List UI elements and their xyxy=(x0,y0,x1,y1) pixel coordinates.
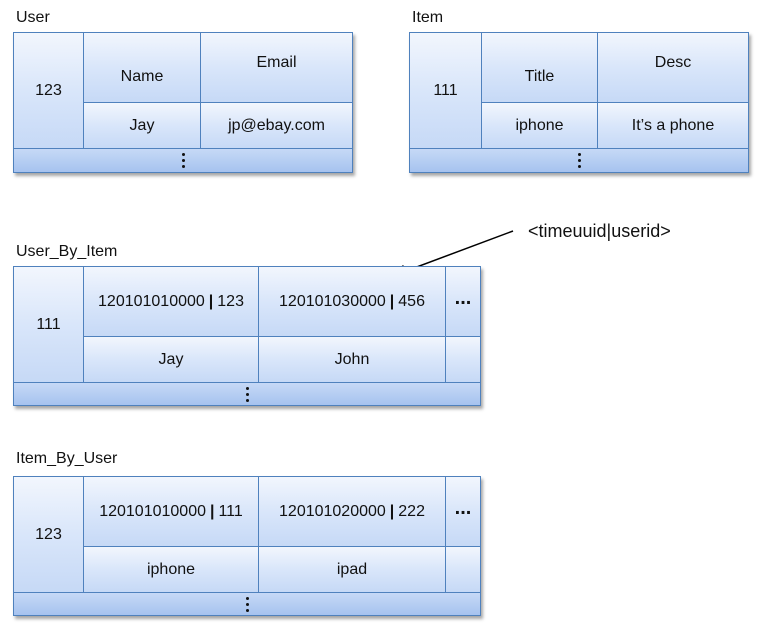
row-key: 111 xyxy=(13,266,84,383)
vertical-ellipsis-icon xyxy=(181,153,185,168)
item-by-user-table-title: Item_By_User xyxy=(16,450,118,467)
user-table: 123 Name Email Jay jp@ebay.com xyxy=(13,32,353,173)
column-name: Name xyxy=(83,32,201,103)
column-name: 120101010000 | 111 xyxy=(83,476,259,547)
row-key: 123 xyxy=(13,476,84,593)
more-rows-indicator xyxy=(13,382,481,406)
column-value: John xyxy=(258,336,446,383)
more-columns-indicator: ... xyxy=(445,476,481,547)
more-columns-indicator: ... xyxy=(445,266,481,337)
row-key: 111 xyxy=(409,32,482,149)
column-name-format-annotation: <timeuuid|userid> xyxy=(528,221,671,241)
item-table: 111 Title Desc iphone It’s a phone xyxy=(409,32,749,173)
empty-cell xyxy=(445,336,481,383)
column-value: It’s a phone xyxy=(597,102,749,149)
column-value: iphone xyxy=(481,102,598,149)
column-value: jp@ebay.com xyxy=(200,102,353,149)
user-table-title: User xyxy=(16,9,50,26)
more-rows-indicator xyxy=(409,148,749,173)
more-rows-indicator xyxy=(13,148,353,173)
vertical-ellipsis-icon xyxy=(245,386,249,402)
item-by-user-table: 123 120101010000 | 111 120101020000 | 22… xyxy=(13,476,481,616)
vertical-ellipsis-icon xyxy=(577,153,581,168)
column-name: 120101020000 | 222 xyxy=(258,476,446,547)
row-key: 123 xyxy=(13,32,84,149)
column-value: iphone xyxy=(83,546,259,593)
more-rows-indicator xyxy=(13,592,481,616)
column-name: Title xyxy=(481,32,598,103)
column-name: Email xyxy=(200,32,353,103)
item-table-title: Item xyxy=(412,9,444,26)
user-by-item-table-title: User_By_Item xyxy=(16,243,118,260)
column-value: Jay xyxy=(83,102,201,149)
vertical-ellipsis-icon xyxy=(245,596,249,612)
column-value: Jay xyxy=(83,336,259,383)
column-name: 120101010000 | 123 xyxy=(83,266,259,337)
user-by-item-table: 111 120101010000 | 123 120101030000 | 45… xyxy=(13,266,481,406)
column-name: 120101030000 | 456 xyxy=(258,266,446,337)
column-value: ipad xyxy=(258,546,446,593)
empty-cell xyxy=(445,546,481,593)
column-name: Desc xyxy=(597,32,749,103)
